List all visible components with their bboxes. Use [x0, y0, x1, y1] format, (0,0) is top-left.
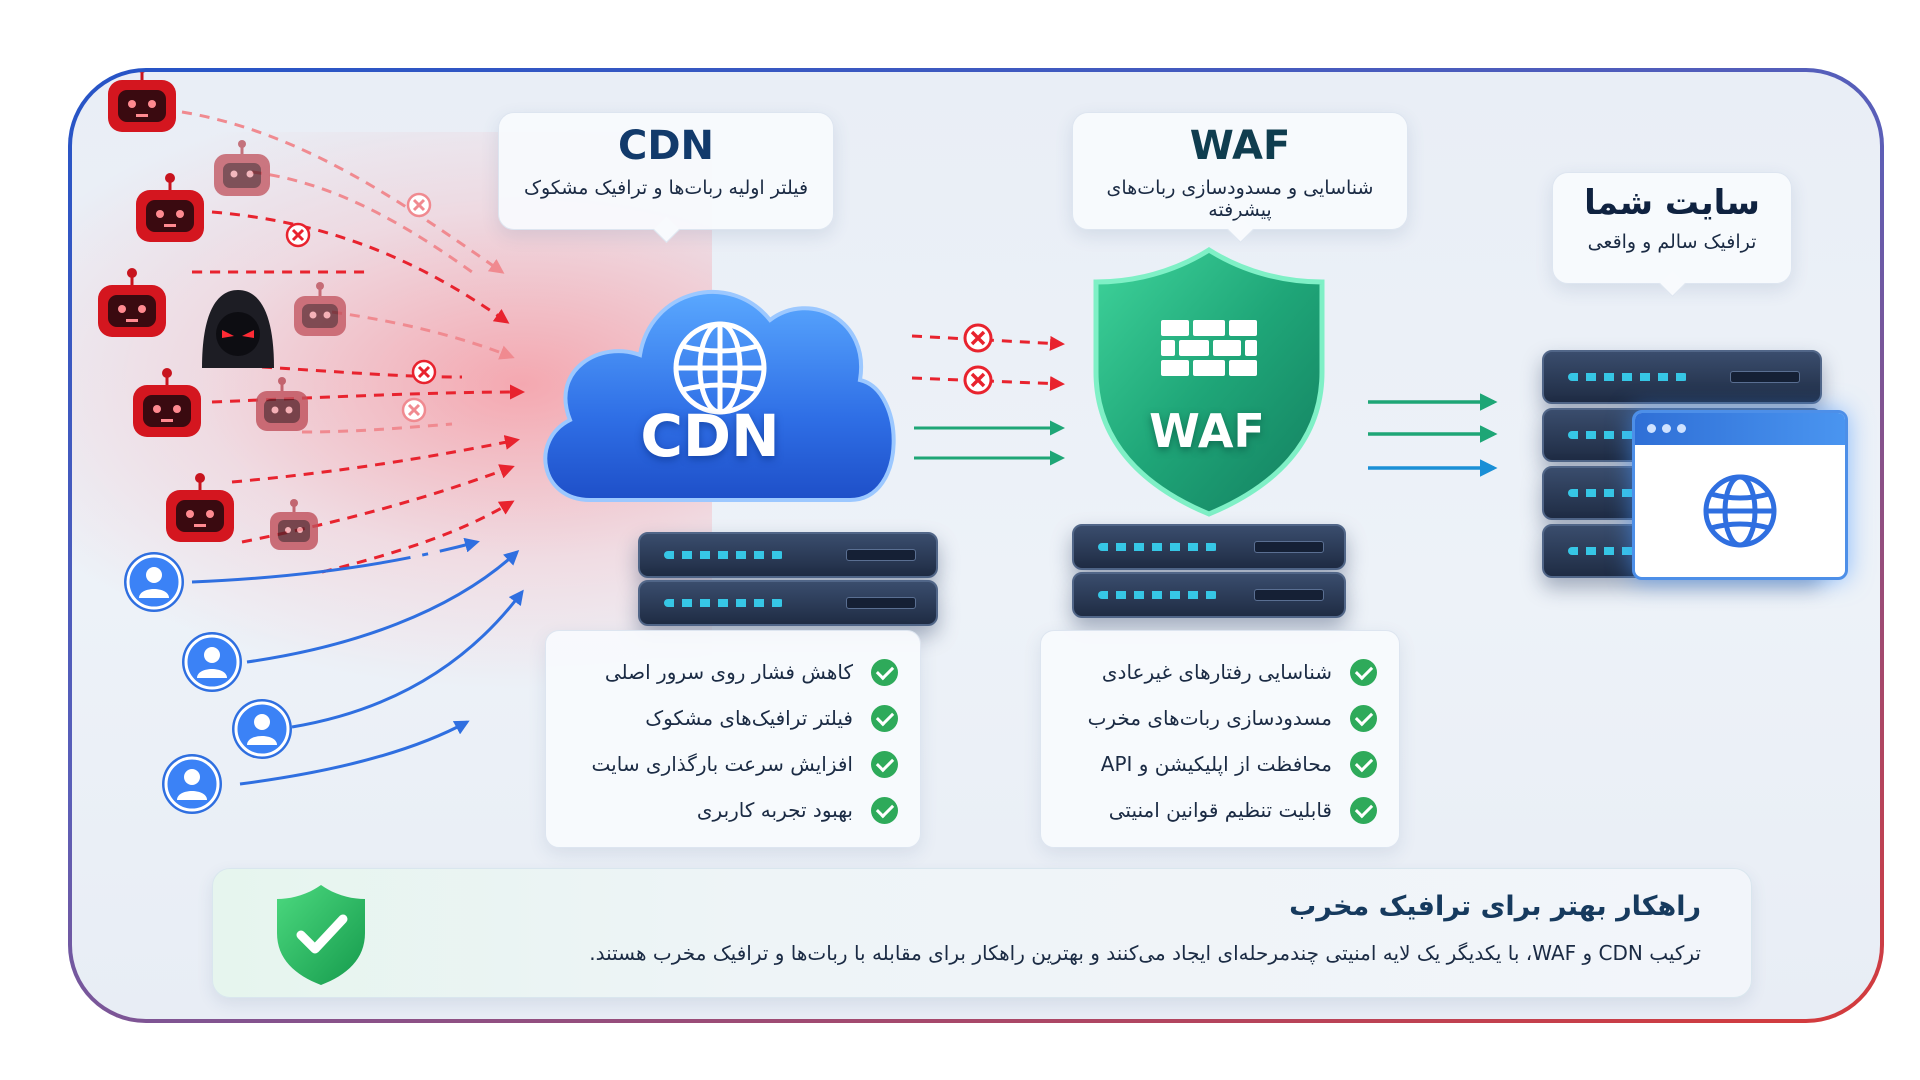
server-rack-icon	[1072, 572, 1346, 618]
legit-arrow	[291, 589, 524, 729]
cdn-feature-item: بهبود تجربه کاربری	[568, 787, 898, 833]
shield-check-icon	[277, 885, 365, 985]
legit-arrow	[239, 720, 470, 786]
waf-shield-icon	[1093, 247, 1325, 517]
waf-callout-title: WAF	[1189, 123, 1291, 169]
blocked-markers	[285, 192, 993, 423]
cdn-feature-item: فیلتر ترافیک‌های مشکوک	[568, 695, 898, 741]
waf-callout: WAF شناسایی و مسدودسازی ربات‌های پیشرفته	[1072, 112, 1408, 230]
banner-title: راهکار بهتر برای ترافیک مخرب	[1289, 891, 1701, 922]
blocked-x-icon	[285, 222, 311, 248]
waf-shield-label: WAF	[1149, 404, 1265, 458]
users	[124, 552, 292, 814]
check-icon	[1350, 796, 1377, 824]
check-icon	[1350, 704, 1377, 732]
waf-feature-item: شناسایی رفتارهای غیرعادی	[1063, 649, 1377, 695]
blocked-x-icon	[406, 192, 432, 218]
banner-body: ترکیب CDN و WAF، با یکدیگر یک لایه امنیت…	[589, 941, 1701, 965]
robot-icon	[98, 268, 166, 337]
robot-icon	[166, 473, 234, 542]
malicious-arrow	[181, 110, 505, 274]
site-callout-title: سایت شما	[1584, 183, 1760, 223]
user-icon	[162, 754, 222, 814]
server-rack-icon	[1072, 524, 1346, 570]
cdn-cloud-icon	[543, 290, 896, 502]
server-rack-icon	[1542, 350, 1822, 404]
legit-arrow	[191, 537, 480, 584]
robot-icon	[270, 499, 318, 550]
check-icon	[1350, 658, 1377, 686]
robot-icon	[136, 173, 204, 242]
globe-icon	[1703, 474, 1777, 548]
waf-feature-list: شناسایی رفتارهای غیرعادی مسدودسازی ربات‌…	[1040, 630, 1400, 848]
blocked-x-icon	[963, 365, 993, 395]
diagram-frame: CDN فیلتر اولیه ربات‌ها و ترافیک مشکوک W…	[68, 68, 1884, 1023]
check-icon	[871, 704, 898, 732]
cdn-feature-item: افزایش سرعت بارگذاری سایت	[568, 741, 898, 787]
diagram-stage: CDN فیلتر اولیه ربات‌ها و ترافیک مشکوک W…	[72, 72, 1880, 1019]
check-icon	[871, 796, 898, 824]
check-icon	[1350, 750, 1377, 778]
blocked-x-icon	[401, 397, 427, 423]
malicious-arrow	[231, 434, 520, 484]
bots	[98, 72, 346, 550]
waf-feature-item: مسدودسازی ربات‌های مخرب	[1063, 695, 1377, 741]
hacker-icon	[202, 290, 274, 368]
traffic-arrows	[98, 72, 1498, 814]
check-icon	[871, 750, 898, 778]
robot-icon	[133, 368, 201, 437]
cdn-callout-subtitle: فیلتر اولیه ربات‌ها و ترافیک مشکوک	[523, 177, 809, 199]
check-icon	[871, 658, 898, 686]
user-icon	[232, 699, 292, 759]
blocked-x-icon	[963, 323, 993, 353]
cdn-callout: CDN فیلتر اولیه ربات‌ها و ترافیک مشکوک	[498, 112, 834, 230]
cdn-feature-item: کاهش فشار روی سرور اصلی	[568, 649, 898, 695]
site-callout-subtitle: ترافیک سالم و واقعی	[1587, 231, 1757, 253]
robot-icon	[108, 72, 176, 132]
window-title-bar	[1635, 413, 1845, 445]
waf-feature-item: قابلیت تنظیم قوانین امنیتی	[1063, 787, 1377, 833]
malicious-arrow	[321, 500, 515, 574]
cdn-callout-title: CDN	[617, 123, 715, 169]
legit-arrows	[191, 537, 524, 786]
website-window	[1632, 410, 1848, 580]
cdn-feature-list: کاهش فشار روی سرور اصلی فیلتر ترافیک‌های…	[545, 630, 921, 848]
solution-banner: راهکار بهتر برای ترافیک مخرب ترکیب CDN و…	[212, 868, 1752, 998]
legit-arrow	[246, 549, 520, 664]
malicious-arrow	[331, 310, 515, 360]
cdn-to-waf-arrows	[911, 334, 1065, 466]
waf-feature-item: محافظت از اپلیکیشن و API	[1063, 741, 1377, 787]
malicious-arrow	[301, 422, 453, 434]
waf-to-site-arrows	[1368, 393, 1498, 477]
site-callout: سایت شما ترافیک سالم و واقعی	[1552, 172, 1792, 284]
globe-icon	[673, 321, 767, 415]
robot-icon	[256, 377, 308, 431]
brick-wall-icon	[1161, 320, 1257, 376]
server-rack-icon	[638, 580, 938, 626]
blocked-x-icon	[411, 359, 437, 385]
cdn-cloud-label: CDN	[640, 402, 780, 470]
robot-icon	[294, 282, 346, 336]
server-rack-icon	[638, 532, 938, 578]
user-icon	[124, 552, 184, 612]
robot-icon	[214, 140, 270, 196]
malicious-arrow	[211, 210, 510, 324]
waf-callout-subtitle: شناسایی و مسدودسازی ربات‌های پیشرفته	[1106, 177, 1374, 221]
user-icon	[182, 632, 242, 692]
